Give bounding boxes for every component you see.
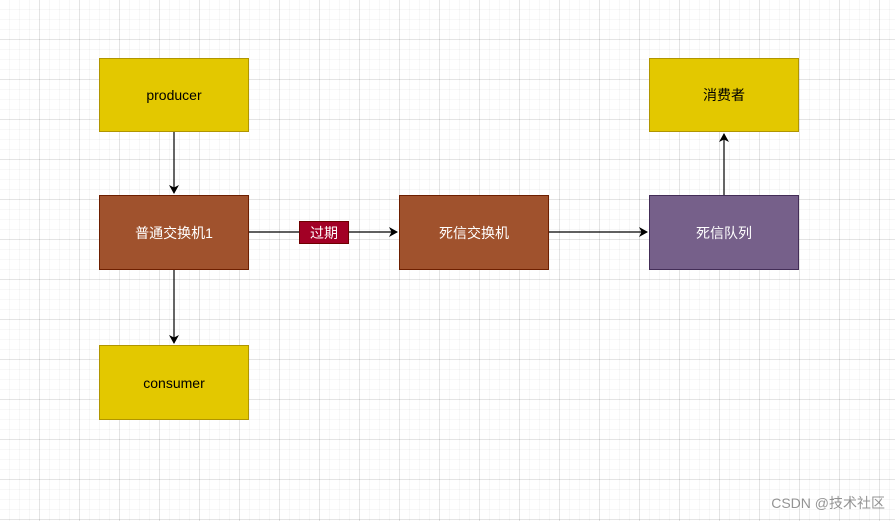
watermark-text: CSDN @技术社区 xyxy=(771,495,885,511)
consumer-label: consumer xyxy=(143,374,205,391)
dead-letter-queue-label: 死信队列 xyxy=(696,224,752,241)
expire-edge-label[interactable]: 过期 xyxy=(299,221,349,244)
producer-label: producer xyxy=(146,87,202,103)
dead-letter-queue-node[interactable]: 死信队列 xyxy=(649,195,799,270)
producer-node[interactable]: producer xyxy=(99,58,249,132)
consumer-node[interactable]: consumer xyxy=(99,345,249,420)
expire-label-text: 过期 xyxy=(310,224,338,241)
normal-exchange-label: 普通交换机1 xyxy=(135,224,213,241)
dead-letter-exchange-node[interactable]: 死信交换机 xyxy=(399,195,549,270)
dead-letter-consumer-node[interactable]: 消费者 xyxy=(649,58,799,132)
dead-letter-exchange-label: 死信交换机 xyxy=(439,224,509,241)
normal-exchange-node[interactable]: 普通交换机1 xyxy=(99,195,249,270)
dead-letter-consumer-label: 消费者 xyxy=(703,87,745,103)
